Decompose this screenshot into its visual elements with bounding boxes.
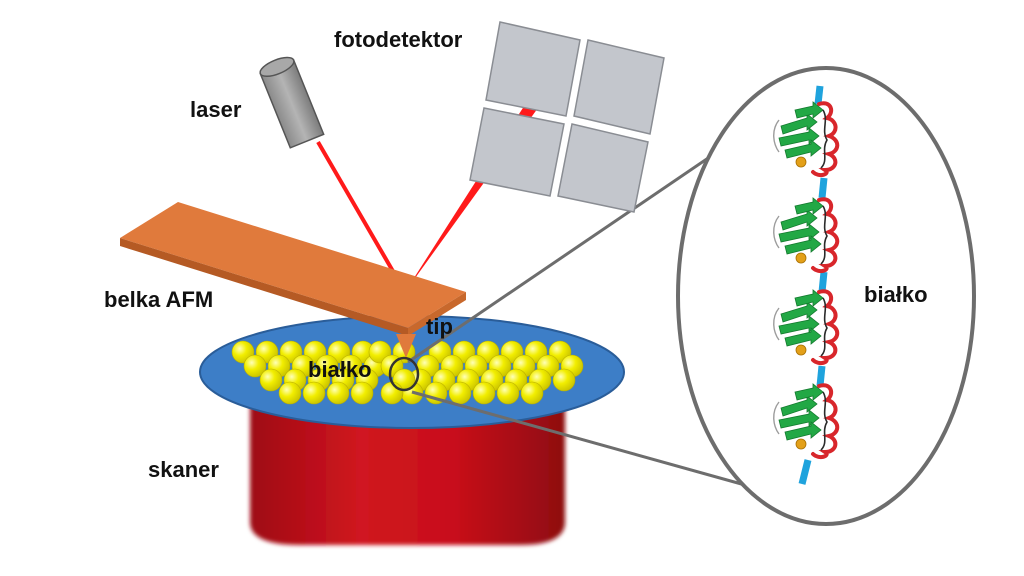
protein-sample-label: białko — [308, 357, 372, 382]
protein-sphere — [380, 381, 404, 405]
beta-strand — [784, 327, 822, 347]
photodetector-cell-2 — [573, 39, 665, 135]
protein-domain-4 — [773, 383, 840, 460]
protein-sphere — [472, 381, 496, 405]
helix-coil — [811, 383, 840, 460]
photodetector-label: fotodetektor — [334, 27, 463, 52]
protein-sphere — [520, 381, 544, 405]
afm-tip — [396, 334, 416, 358]
beta-strand — [778, 315, 820, 335]
backbone-trace — [820, 297, 828, 357]
ligand-dot — [795, 344, 807, 356]
protein-sphere — [278, 381, 302, 405]
beta-strand — [778, 127, 820, 147]
cantilever-label: belka AFM — [104, 287, 213, 312]
protein-chain — [773, 85, 840, 485]
zoom-inset — [676, 66, 976, 526]
photodetector-cell-3 — [469, 107, 565, 197]
protein-domain-1 — [773, 101, 840, 178]
tip-label: tip — [426, 314, 453, 339]
backbone-trace — [820, 109, 828, 169]
scanner-label: skaner — [148, 457, 219, 482]
sample-highlight-circle — [388, 356, 420, 392]
protein-sphere-layer — [231, 340, 584, 405]
loop-trace — [773, 307, 780, 341]
ligand-dot — [795, 252, 807, 264]
protein-sphere — [350, 381, 374, 405]
protein-sphere — [496, 381, 520, 405]
beta-strand — [794, 289, 824, 307]
beta-strand — [780, 113, 818, 135]
beta-strand — [784, 421, 822, 441]
beta-strand — [778, 409, 820, 429]
protein-sphere — [243, 354, 267, 378]
afm-cantilever — [120, 202, 466, 336]
beta-strand — [780, 301, 818, 323]
laser-label: laser — [190, 97, 242, 122]
loop-trace — [773, 215, 780, 249]
protein-sphere — [302, 381, 326, 405]
beta-strand — [780, 395, 818, 417]
loop-trace — [773, 119, 780, 153]
protein-domain-3 — [773, 289, 840, 366]
beta-strand — [778, 223, 820, 243]
beta-strand — [794, 101, 824, 119]
photodetector — [469, 21, 665, 213]
linker-segments — [798, 85, 828, 485]
laser-source — [259, 56, 325, 149]
loop-trace — [773, 401, 780, 435]
beta-strand — [794, 197, 824, 215]
protein-sphere — [448, 381, 472, 405]
helix-coil — [811, 289, 840, 366]
backbone-trace — [820, 205, 828, 265]
beta-strand — [784, 235, 822, 255]
zoom-connector-lines — [407, 148, 746, 487]
beta-strand — [784, 139, 822, 159]
helix-coil — [811, 101, 840, 178]
ligand-dot — [795, 156, 807, 168]
protein-sphere — [326, 381, 350, 405]
beta-strand — [794, 383, 824, 401]
photodetector-cell-4 — [557, 123, 649, 213]
beta-strand — [780, 209, 818, 231]
protein-sphere — [552, 368, 576, 392]
protein-zoom-label: białko — [864, 282, 928, 307]
protein-sphere — [259, 368, 283, 392]
backbone-trace — [820, 391, 828, 451]
helix-coil — [811, 197, 840, 274]
photodetector-cell-1 — [485, 21, 581, 117]
ligand-dot — [795, 438, 807, 450]
protein-domain-2 — [773, 197, 840, 274]
